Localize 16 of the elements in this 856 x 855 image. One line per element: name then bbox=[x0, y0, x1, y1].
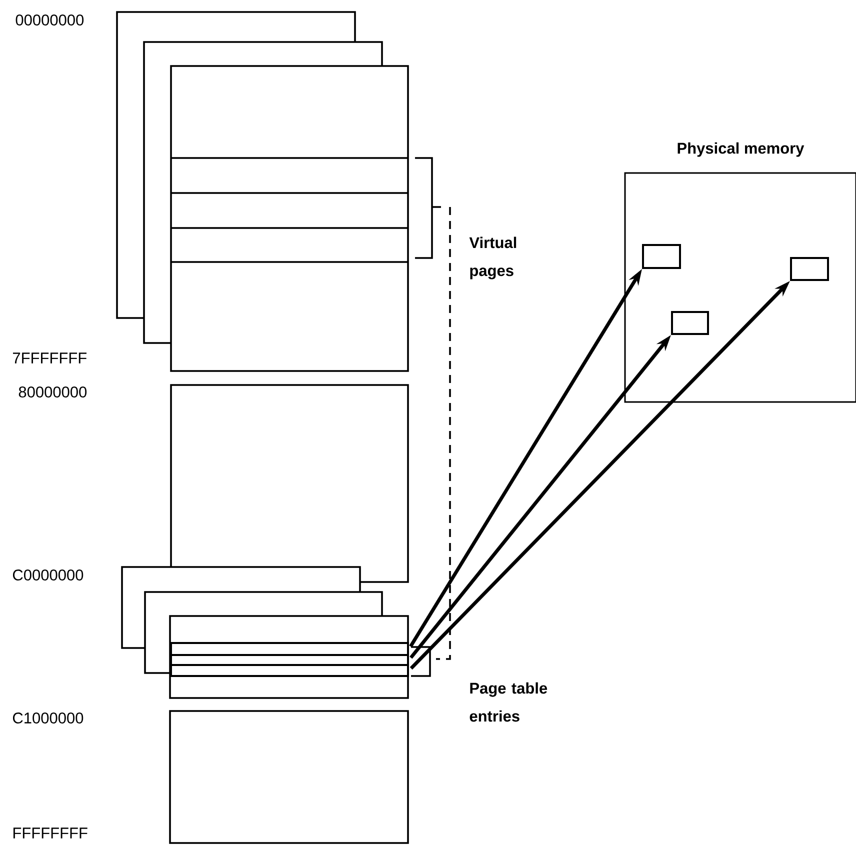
address-label: 80000000 bbox=[18, 386, 87, 398]
note: Virtual pages bbox=[469, 236, 516, 280]
address-label: C0000000 bbox=[13, 570, 84, 580]
memory-box bbox=[624, 172, 856, 403]
memory-frame bbox=[671, 311, 709, 335]
address-label: C1000000 bbox=[13, 712, 84, 724]
page-table-entry bbox=[170, 642, 409, 656]
note: Page table entries bbox=[470, 682, 548, 722]
memory-frame bbox=[790, 257, 829, 281]
address-label: FFFFFFFF bbox=[13, 828, 88, 838]
page-table-entry bbox=[170, 654, 409, 666]
address-label: 00000000 bbox=[16, 14, 84, 26]
page-table-entry bbox=[170, 664, 409, 677]
address-label: 7FFFFFFF bbox=[13, 352, 86, 364]
heading: Physical memory bbox=[678, 142, 804, 157]
memory-frame bbox=[642, 244, 681, 269]
